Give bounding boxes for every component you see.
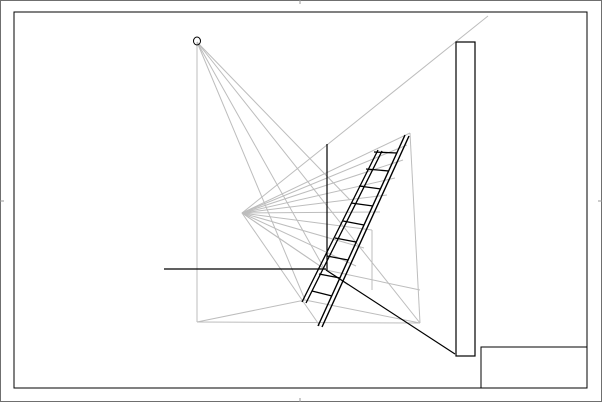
construction-lines bbox=[196, 15, 489, 327]
ladder-rung bbox=[373, 151, 398, 154]
ladder-rung bbox=[326, 255, 349, 261]
title-block bbox=[480, 346, 588, 389]
wall bbox=[455, 41, 476, 357]
ladder-rung bbox=[311, 290, 333, 297]
ladder-left-rail bbox=[317, 134, 406, 327]
ladder-right-rail bbox=[321, 135, 410, 328]
ladder-rung bbox=[342, 220, 365, 226]
ladder-shadow bbox=[301, 149, 383, 304]
base-line bbox=[325, 269, 456, 355]
ladder-rung bbox=[318, 273, 341, 279]
ladder-rung bbox=[358, 185, 382, 190]
drawing-frame bbox=[13, 11, 588, 389]
ladder-rung bbox=[334, 237, 357, 243]
ladder bbox=[311, 134, 410, 328]
station-point-marker bbox=[193, 36, 201, 46]
ladder-rung bbox=[350, 202, 374, 207]
ladder-rung bbox=[365, 168, 390, 172]
